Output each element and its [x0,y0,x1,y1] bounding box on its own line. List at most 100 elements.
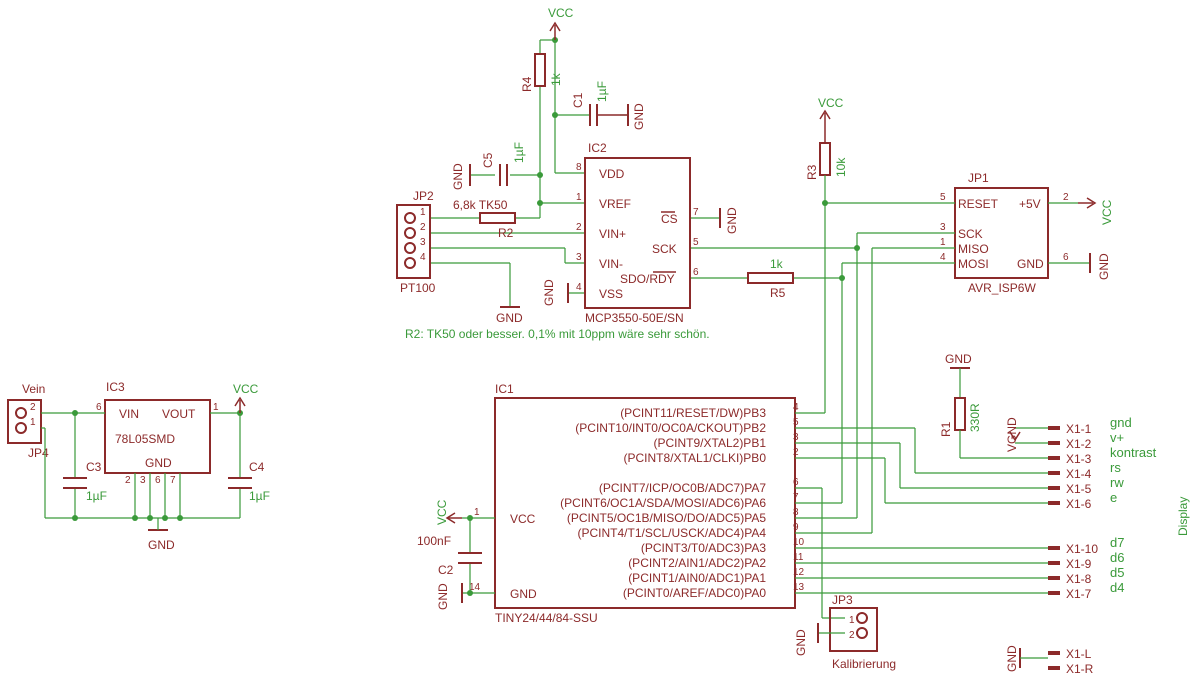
svg-text:VSS: VSS [599,287,623,301]
svg-text:78L05SMD: 78L05SMD [115,432,175,446]
svg-text:7: 7 [170,475,176,486]
display-title: Display [1176,497,1190,536]
svg-text:JP3: JP3 [832,593,853,607]
ic1-pin-label: (PCINT10/INT0/OC0A/CKOUT)PB2 [575,421,766,435]
svg-text:C2: C2 [438,563,454,577]
svg-text:100nF: 100nF [417,534,451,548]
gnd-symbol-jp2: GND [496,306,523,325]
ic1-pin-label: (PCINT1/AIN0/ADC1)PA1 [628,571,766,585]
display-pad-label: X1-4 [1066,467,1092,481]
ic2-name: IC2 [588,141,607,155]
svg-text:1: 1 [420,207,426,218]
r4-value: 1k [549,72,563,86]
ic1-pin-label: (PCINT5/OC1B/MISO/DO/ADC5)PA5 [567,511,766,525]
ic1-pin-number: 4 [793,402,799,413]
gnd-symbol-ic2-vss: GND [542,279,569,306]
display-pad [1048,546,1060,550]
ic1-pin-label: (PCINT7/ICP/OC0B/ADC7)PA7 [599,481,766,495]
svg-text:5: 5 [693,237,699,248]
svg-text:VCC: VCC [510,512,536,526]
gnd-symbol-ic3: GND [148,518,175,552]
resistor-r2: 6,8k TK50 R2 [453,198,516,240]
svg-text:4: 4 [940,252,946,263]
display-pad [1048,561,1060,565]
display-pad [1048,591,1060,595]
ic1-pin-number: 5 [793,417,799,428]
c5-name: C5 [481,152,495,168]
svg-text:2: 2 [1063,192,1069,203]
ic1-pin-label: (PCINT8/XTAL1/CLKI)PB0 [624,451,767,465]
svg-text:5: 5 [940,192,946,203]
gnd-symbol-jp1: GND [1089,253,1111,280]
display-pad-label: X1-6 [1066,497,1092,511]
ic1-pin-label: (PCINT6/OC1A/SDA/MOSI/ADC6)PA6 [560,496,766,510]
r4-name: R4 [520,76,534,92]
display-pad [1048,501,1060,505]
display-signal-label: v+ [1110,430,1124,445]
svg-text:CS: CS [661,212,678,226]
jp2-value: PT100 [400,281,436,295]
capacitor-c5: GND C5 1µF [451,142,526,190]
resistor-r4: R4 1k [520,53,563,92]
svg-text:SCK: SCK [958,227,983,241]
display-pad [1048,666,1060,670]
svg-text:3: 3 [140,475,146,486]
c2-vcc-wiring [462,515,495,596]
vcc-symbol-jp1: VCC [1078,197,1114,225]
connector-jp2: 1 2 3 4 JP2 PT100 [396,189,436,295]
display-signal-label: kontrast [1110,445,1157,460]
display-pad-label: X1-7 [1066,587,1092,601]
r2-value: 6,8k TK50 [453,198,508,212]
ic2-value: MCP3550-50E/SN [585,311,684,325]
svg-text:6: 6 [1063,252,1069,263]
ic1-pin-label: (PCINT3/T0/ADC3)PA3 [641,541,766,555]
r2-name: R2 [498,226,514,240]
ic2-adc: IC2 MCP3550-50E/SN VDD VREF VIN+ VIN- VS… [576,141,699,325]
svg-text:AVR_ISP6W: AVR_ISP6W [968,281,1036,295]
display-pad [1048,471,1060,475]
svg-text:GND: GND [1005,645,1019,672]
svg-text:VDD: VDD [599,167,625,181]
ic1-pin-number: 12 [793,567,805,578]
svg-text:IC3: IC3 [106,380,125,394]
capacitor-c3: C3 1µF [63,460,107,503]
display-pad [1048,426,1060,430]
vcc-symbol-ic1: VCC [435,499,462,525]
ic1-pin-number: 8 [793,507,799,518]
svg-text:VCC: VCC [233,382,259,396]
svg-text:VIN: VIN [119,407,139,421]
svg-text:GND: GND [496,311,523,325]
svg-text:2: 2 [30,402,36,413]
c5-gnd-label: GND [451,163,465,190]
svg-text:1k: 1k [770,257,784,271]
svg-text:VCC: VCC [435,499,449,525]
svg-text:GND: GND [148,538,175,552]
svg-text:3: 3 [940,222,946,233]
svg-text:JP1: JP1 [968,171,989,185]
ic1-isp-wiring [795,412,872,534]
ic1-pin-number: 10 [793,537,805,548]
svg-text:IC1: IC1 [495,382,514,396]
resistor-r5: 1k R5 [747,257,794,300]
resistor-r1: GND R1 330R [939,352,1050,459]
svg-text:1: 1 [940,237,946,248]
c1-name: C1 [571,92,585,108]
svg-text:10k: 10k [834,157,848,177]
svg-text:GND: GND [542,279,556,306]
ic1-pin-label: (PCINT0/AREF/ADC0)PA0 [623,586,766,600]
svg-text:GND: GND [1097,253,1111,280]
svg-text:1: 1 [30,417,36,428]
jp1-wiring [825,202,1090,533]
display-signal-label: d6 [1110,550,1124,565]
svg-text:GND: GND [1017,257,1044,271]
resistor-r3: VCC R3 10k [805,96,848,413]
svg-text:GND: GND [510,587,537,601]
svg-text:C4: C4 [249,460,265,474]
ic1-pin-number: 9 [793,522,799,533]
svg-text:Kalibrierung: Kalibrierung [832,657,896,671]
vgnd-symbol: VGND [1005,417,1050,452]
c5-value: 1µF [512,142,526,163]
